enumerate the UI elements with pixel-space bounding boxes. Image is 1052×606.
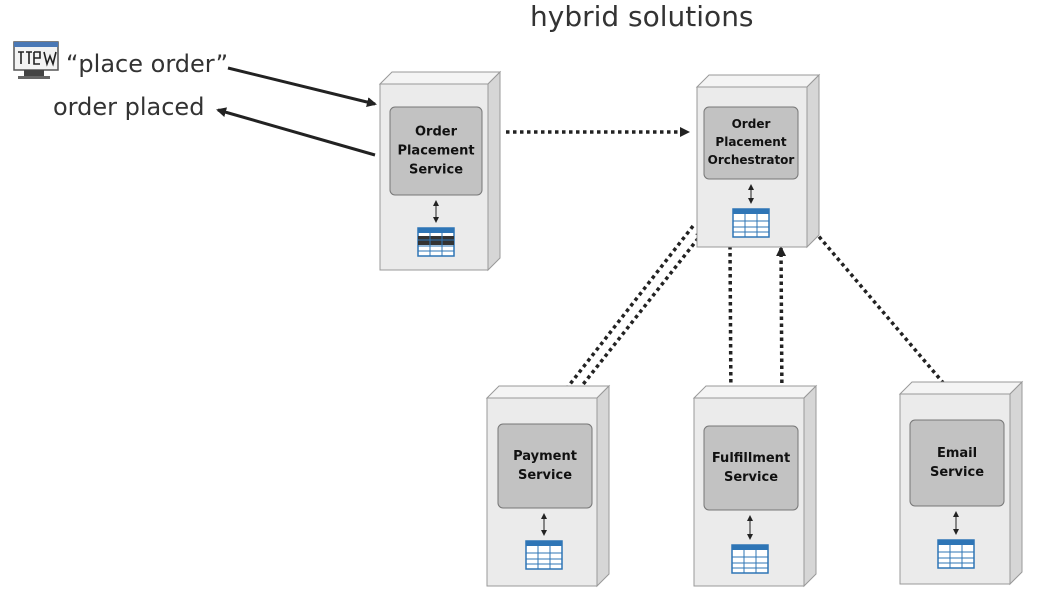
orchestrator-label-line: Order xyxy=(732,117,771,131)
request-arrow xyxy=(227,66,377,107)
response-label: order placed xyxy=(53,93,205,121)
payment-label-line: Payment xyxy=(513,449,577,464)
order-placement-service-box xyxy=(389,106,483,196)
order-placement-label-line: Service xyxy=(409,163,463,178)
fulfillment-label-line: Service xyxy=(724,470,778,485)
fulfillment-service-box xyxy=(703,425,799,511)
database-icon xyxy=(937,539,975,569)
diagram-title: hybrid solutions xyxy=(530,0,754,33)
connector-payment-to-orchestrator xyxy=(564,229,706,408)
order-placement-label-line: Placement xyxy=(397,144,474,159)
database-icon xyxy=(732,208,770,238)
fulfillment-label-line: Fulfillment xyxy=(712,451,790,466)
database-icon xyxy=(525,540,563,570)
email-label-line: Email xyxy=(937,446,977,461)
payment-service-box xyxy=(497,423,593,509)
connector-orchestrator-to-fulfillment xyxy=(725,245,736,409)
email-label-line: Service xyxy=(930,465,984,480)
orchestrator-label-line: Placement xyxy=(715,135,786,149)
database-icon xyxy=(731,544,769,574)
connector-orchestrator-to-payment xyxy=(551,224,695,408)
http-browser-icon xyxy=(13,41,59,79)
orchestrator-service-box xyxy=(703,106,799,180)
database-icon xyxy=(417,227,455,257)
connector-fulfillment-to-orchestrator xyxy=(776,246,787,405)
connector-orchestrator-to-email xyxy=(808,224,964,407)
request-label: “place order” xyxy=(66,50,229,78)
email-service-box xyxy=(909,419,1005,507)
payment-label-line: Service xyxy=(518,468,572,483)
response-arrow xyxy=(216,107,376,157)
orchestrator-label-line: Orchestrator xyxy=(708,153,795,167)
order-placement-label-line: Order xyxy=(415,125,458,140)
